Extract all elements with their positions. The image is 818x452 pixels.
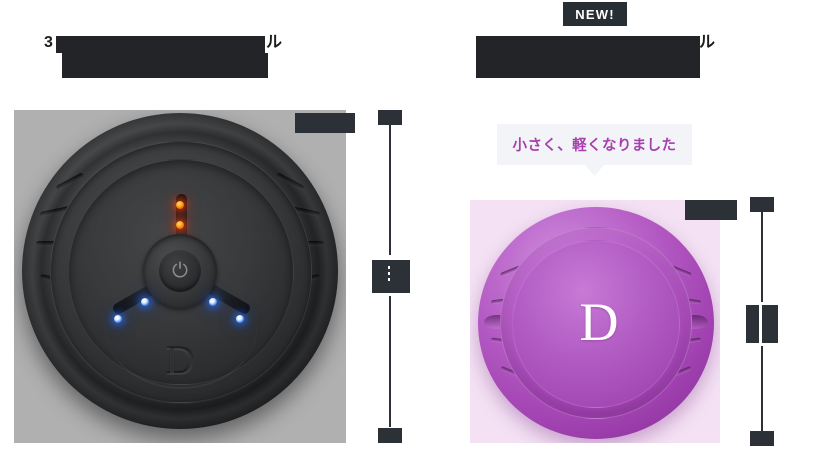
bubble-tail bbox=[585, 165, 604, 176]
led-orange bbox=[176, 221, 184, 229]
black-massage-device: ⏻ D bbox=[22, 113, 338, 429]
tick bbox=[388, 278, 390, 281]
right-dim-label-redaction-b bbox=[762, 305, 778, 343]
inner-ring bbox=[512, 240, 680, 408]
left-title-suffix: ル bbox=[266, 34, 283, 51]
rib bbox=[36, 241, 66, 246]
right-dim-line-lower bbox=[761, 346, 763, 431]
power-button[interactable]: ⏻ bbox=[159, 250, 201, 292]
tick bbox=[388, 272, 390, 275]
tick bbox=[388, 266, 390, 269]
left-product-photo: ⏻ D bbox=[14, 110, 346, 443]
right-dim-cap-top bbox=[750, 197, 774, 212]
left-dim-line-upper bbox=[389, 125, 391, 255]
left-dim-cap-bottom bbox=[378, 428, 402, 443]
new-badge: NEW! bbox=[563, 2, 627, 26]
bubble-text: 小さく、軽くなりました bbox=[512, 138, 677, 154]
left-title-redaction-line1 bbox=[56, 36, 265, 53]
right-dim-line-upper bbox=[761, 212, 763, 302]
left-dim-cap-top bbox=[378, 110, 402, 125]
brand-logo-embossed: D bbox=[165, 338, 195, 383]
right-dim-cap-bottom bbox=[750, 431, 774, 446]
led-blue bbox=[236, 315, 244, 323]
brand-logo: D bbox=[579, 291, 619, 352]
size-reduction-bubble: 小さく、軽くなりました bbox=[497, 124, 692, 165]
led-blue bbox=[114, 315, 122, 323]
left-title-redaction-line2 bbox=[62, 53, 268, 78]
right-callout-redaction bbox=[685, 200, 737, 220]
left-dim-line-lower bbox=[389, 296, 391, 427]
spoke-groove bbox=[175, 194, 187, 272]
left-callout-redaction bbox=[295, 113, 355, 133]
purple-massage-device: D bbox=[478, 207, 714, 439]
right-dim-label-redaction-a bbox=[746, 305, 759, 343]
right-product-photo: D bbox=[470, 200, 720, 443]
led-orange bbox=[176, 201, 184, 209]
left-dim-label-redaction bbox=[372, 260, 410, 293]
right-title-redaction bbox=[476, 36, 700, 78]
led-blue bbox=[141, 298, 149, 306]
left-dim-ticks bbox=[388, 266, 390, 281]
right-title-suffix: ル bbox=[699, 34, 716, 51]
led-blue bbox=[209, 298, 217, 306]
left-title-prefix: 3 bbox=[44, 34, 53, 51]
